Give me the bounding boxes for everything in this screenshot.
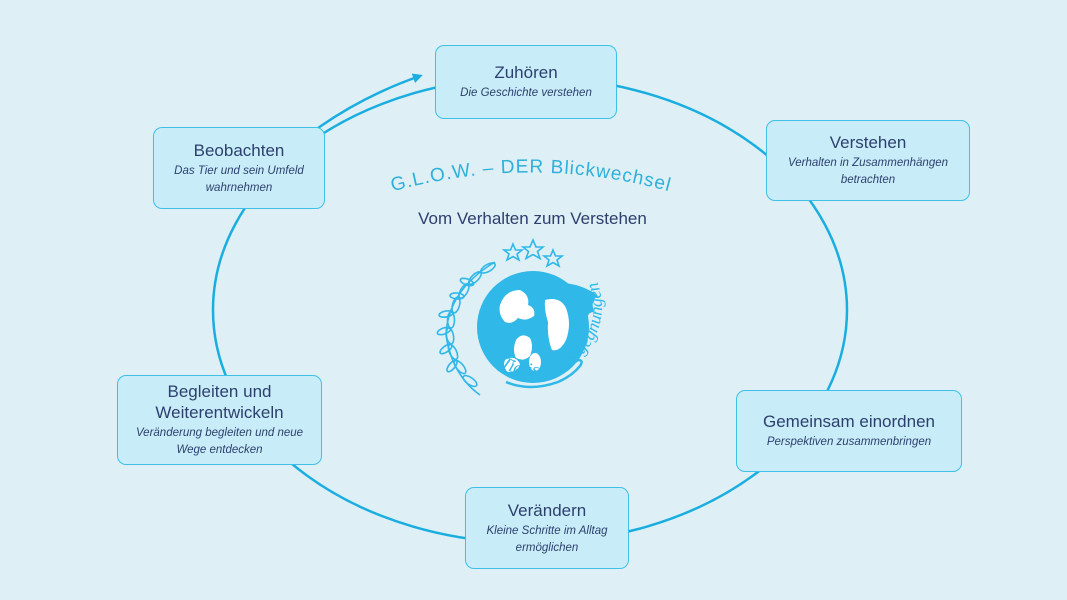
node-beobachten: Beobachten Das Tier und sein Umfeld wahr…	[153, 127, 325, 209]
animals-icon	[499, 290, 569, 372]
cycle-arrow	[317, 73, 423, 130]
node-title: Zuhören	[494, 63, 558, 82]
node-verstehen: Verstehen Verhalten in Zusammenhängen be…	[766, 120, 970, 201]
center-subtitle: Vom Verhalten zum Verstehen	[418, 209, 647, 228]
node-title: Beobachten	[193, 140, 285, 160]
node-subtitle: Perspektiven zusammenbringen	[766, 436, 932, 448]
node-begleiten: Begleiten und Weiterentwickeln Veränderu…	[117, 375, 322, 465]
node-title: Verändern	[507, 500, 587, 520]
laurel-wreath-icon	[436, 261, 496, 396]
node-subtitle: Verhalten in Zusammenhängen betrachten	[787, 157, 949, 186]
node-title: Gemeinsam einordnen	[763, 412, 935, 431]
center-title: G.L.O.W. – DER Blickwechsel	[388, 156, 673, 196]
node-subtitle: Veränderung begleiten und neue Wege entd…	[135, 427, 304, 456]
stars-icon	[501, 237, 565, 268]
logo: Tierische Begegnungen	[436, 237, 606, 396]
node-title: Verstehen	[829, 133, 907, 152]
hand-icon	[505, 358, 583, 389]
node-zuhoeren: Zuhören Die Geschichte verstehen	[435, 45, 617, 119]
node-veraendern: Verändern Kleine Schritte im Alltag ermö…	[465, 487, 629, 569]
node-subtitle: Kleine Schritte im Alltag ermöglichen	[486, 524, 608, 554]
node-subtitle: Das Tier und sein Umfeld wahrnehmen	[174, 164, 304, 194]
node-subtitle: Die Geschichte verstehen	[460, 87, 592, 99]
node-gemeinsam-einordnen: Gemeinsam einordnen Perspektiven zusamme…	[736, 390, 962, 472]
node-title: Begleiten und Weiterentwickeln	[155, 382, 284, 422]
